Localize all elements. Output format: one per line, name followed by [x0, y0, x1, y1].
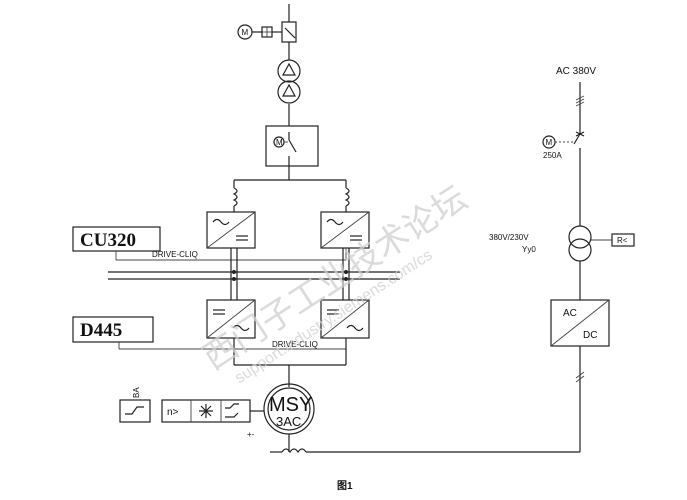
transformer-symbol	[277, 59, 301, 104]
relay-label: R<	[617, 236, 628, 245]
drive-cliq-bottom-label: DRIVE-CLIQ	[272, 340, 318, 349]
figure-caption: 图1	[337, 480, 353, 492]
d445-label: D445	[80, 320, 122, 341]
relay-n-label: n>	[167, 407, 179, 418]
breaker-rating: 250A	[543, 151, 562, 160]
encoder-cable	[270, 434, 580, 454]
motor-breaker-box: M	[265, 125, 319, 167]
motor-symbol-top: M	[242, 28, 249, 37]
motor-symbol-box: M	[276, 138, 283, 147]
motor-operated-disconnector: M	[237, 21, 297, 43]
ac-supply-label: AC 380V	[556, 66, 596, 77]
d445-unit: D445 DRIVE-CLIQ	[72, 316, 347, 350]
drive-cliq-top-label: DRIVE-CLIQ	[152, 250, 198, 259]
acdc-ac-label: AC	[563, 308, 577, 319]
aux-transformer: 380V/230V Yy0 R<	[489, 225, 635, 300]
rectifier-right	[320, 211, 370, 249]
motor-symbol-aux: M	[546, 138, 553, 147]
aux-supply: AC 380V M 250A	[542, 66, 596, 226]
rectifier-left	[206, 211, 256, 249]
acdc-dc-label: DC	[583, 330, 597, 341]
motor-feeds	[233, 338, 347, 387]
transformer-group: Yy0	[522, 245, 536, 254]
transformer-ratio: 380V/230V	[489, 233, 529, 242]
inverter-right	[320, 299, 370, 339]
brake-unit: BA	[119, 387, 151, 423]
inverter-left	[206, 299, 256, 339]
branch-feeds	[232, 166, 350, 212]
ba-label: BA	[132, 387, 141, 398]
motor-name: MSY	[269, 394, 312, 416]
motor-sign: +-	[247, 430, 255, 439]
motor-type: 3AC	[276, 414, 301, 429]
acdc-converter: AC DC	[550, 299, 610, 452]
dc-bus	[108, 248, 400, 300]
cu320-label: CU320	[80, 230, 136, 251]
speed-relay-group: n>	[161, 399, 264, 423]
